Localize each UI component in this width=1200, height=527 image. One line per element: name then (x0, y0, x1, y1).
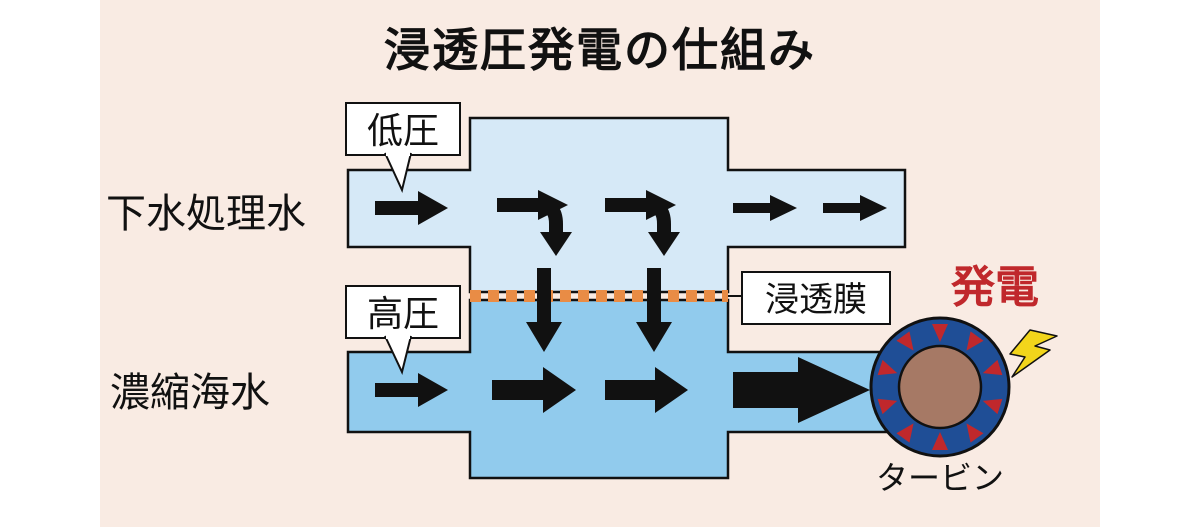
low-pressure-callout: 低圧 (345, 102, 461, 194)
split-arrow-2 (605, 190, 680, 256)
membrane-label: 浸透膜 (765, 280, 867, 320)
turbine-tooth (896, 423, 914, 443)
flow-arrow-lower-1 (375, 373, 448, 407)
turbine-teeth (877, 324, 1003, 450)
turbine (869, 316, 1011, 458)
flow-arrow-lower-big (733, 357, 870, 423)
flow-arrow-lower-3 (605, 367, 688, 413)
turbine-tooth (966, 331, 984, 351)
osmotic-power-diagram: 低圧 高圧 浸透膜 (345, 102, 1058, 497)
turbine-tooth (932, 432, 948, 450)
split-arrow-1 (497, 190, 572, 256)
membrane-callout: 浸透膜 (741, 271, 891, 325)
turbine-tooth (877, 398, 898, 415)
flow-arrow-upper-5 (823, 195, 887, 221)
flow-arrow-upper-1 (375, 191, 448, 225)
turbine-tooth (982, 398, 1003, 415)
permeation-arrow-1 (526, 268, 562, 352)
turbine-tooth (896, 331, 914, 351)
flow-arrow-upper-4 (733, 195, 797, 221)
permeation-arrow-2 (636, 268, 672, 352)
diagram-title: 浸透圧発電の仕組み (384, 23, 816, 77)
high-pressure-label: 高圧 (367, 294, 439, 335)
concentrated-seawater-label: 濃縮海水 (110, 370, 270, 416)
low-pressure-label: 低圧 (367, 111, 439, 152)
turbine-tooth (932, 324, 948, 342)
flow-arrow-lower-2 (492, 367, 576, 413)
power-generation-label: 発電 (950, 262, 1039, 313)
high-pressure-callout: 高圧 (345, 285, 461, 375)
turbine-label: タービン (876, 459, 1004, 497)
turbine-tooth (982, 359, 1003, 376)
diagram-panel: 浸透圧発電の仕組み 下水処理水 濃縮海水 低圧 高圧 浸透膜 (100, 0, 1100, 527)
sewage-water-label: 下水処理水 (106, 191, 306, 237)
lightning-icon (1009, 329, 1058, 378)
turbine-tooth (877, 359, 898, 376)
turbine-tooth (966, 423, 984, 443)
